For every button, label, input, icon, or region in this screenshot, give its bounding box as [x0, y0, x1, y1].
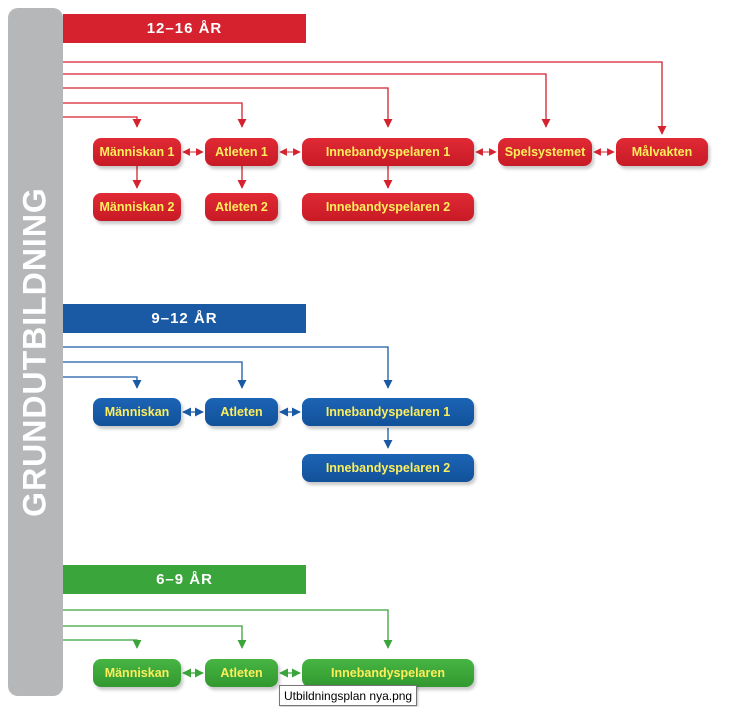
filename-tooltip: Utbildningsplan nya.png — [279, 685, 418, 706]
blue-feed-line-atleten — [63, 361, 247, 389]
red-box-atleten-1: Atleten 1 — [205, 138, 278, 166]
banner-6-9: 6–9 ÅR — [63, 565, 306, 594]
green-box-innebandyspelaren: Innebandyspelaren — [302, 659, 474, 687]
red-box-manniskan-2: Människan 2 — [93, 193, 181, 221]
banner-12-16: 12–16 ÅR — [63, 14, 306, 43]
red-box-atleten-2: Atleten 2 — [205, 193, 278, 221]
blue-feed-line-innebandy — [63, 346, 393, 389]
blue-box-manniskan: Människan — [93, 398, 181, 426]
red-box-innebandyspelaren-2: Innebandyspelaren 2 — [302, 193, 474, 221]
red-feed-line-atleten — [63, 102, 247, 128]
green-feed-line-innebandy — [63, 609, 393, 649]
red-box-spelsystemet: Spelsystemet — [498, 138, 592, 166]
red-box-malvakten: Målvakten — [616, 138, 708, 166]
blue-box-innebandyspelaren-2: Innebandyspelaren 2 — [302, 454, 474, 482]
red-feed-line-spelsystemet — [63, 73, 551, 128]
green-feed-line-manniskan — [63, 639, 142, 649]
spine-label: GRUNDUTBILDNING — [16, 187, 53, 517]
blue-box-innebandyspelaren-1: Innebandyspelaren 1 — [302, 398, 474, 426]
green-box-atleten: Atleten — [205, 659, 278, 687]
grundutbildning-spine — [8, 8, 63, 696]
red-box-manniskan-1: Människan 1 — [93, 138, 181, 166]
green-box-manniskan: Människan — [93, 659, 181, 687]
green-feed-line-atleten — [63, 625, 247, 649]
red-feed-line-malvakten — [63, 61, 667, 135]
red-feed-line-manniskan — [63, 116, 142, 128]
blue-feed-line-manniskan — [63, 376, 142, 389]
red-feed-line-innebandy — [63, 87, 393, 128]
blue-box-atleten: Atleten — [205, 398, 278, 426]
banner-9-12: 9–12 ÅR — [63, 304, 306, 333]
red-box-innebandyspelaren-1: Innebandyspelaren 1 — [302, 138, 474, 166]
